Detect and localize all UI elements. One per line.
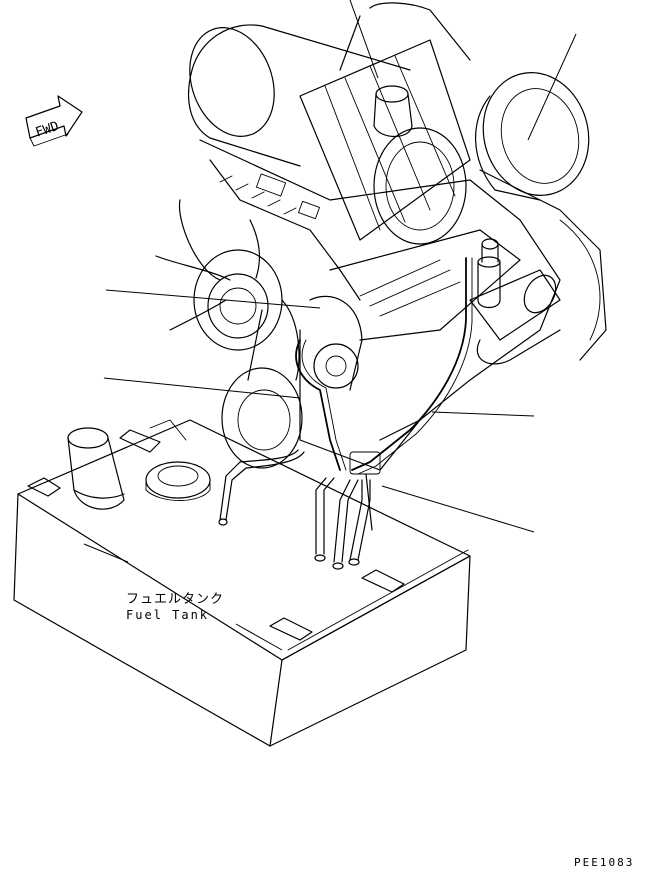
muffler [474,72,607,361]
air-cleaner [187,2,471,241]
forward-arrow-icon: FWD [25,95,83,147]
leader-lines [83,0,577,651]
fuel-tank-label-en: Fuel Tank [126,608,209,622]
engine-block [199,139,561,471]
injection-pump [469,238,561,365]
fwd-label: FWD [34,119,61,141]
fuel-tank [13,419,471,747]
drawing-code: PEE1083 [574,856,634,869]
intake-pipe [373,85,467,245]
fuel-tank-label-jp: フュエルタンク [126,592,224,607]
fuel-lines [218,257,473,570]
cooling-fan [155,199,303,469]
